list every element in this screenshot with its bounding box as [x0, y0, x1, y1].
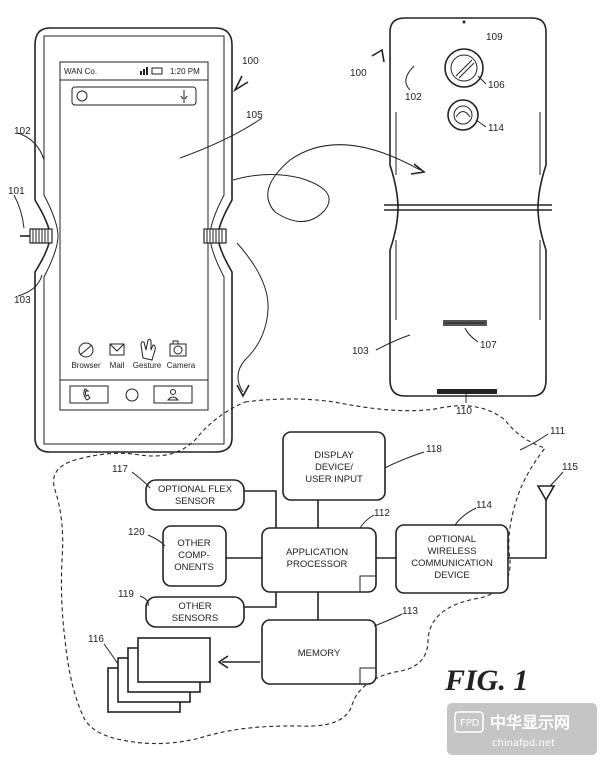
fingerprint-sensor-114 — [447, 99, 479, 131]
browser-icon[interactable] — [78, 342, 94, 358]
ref-101: 101 — [8, 186, 25, 197]
front-phone: WAN Co. 1:20 PM — [20, 27, 233, 453]
flex-line-1: OPTIONAL FLEX — [158, 484, 233, 495]
other-components-line-2: COMP- — [178, 550, 210, 561]
other-sensors-line-2: SENSORS — [172, 613, 218, 624]
ref-120: 120 — [128, 527, 145, 538]
ref-109: 109 — [486, 32, 503, 43]
phone-icon — [83, 388, 91, 401]
display-user-input-block — [282, 431, 386, 501]
figure-label: FIG. 1 — [444, 664, 528, 697]
other-components-line-1: OTHER — [177, 538, 210, 549]
ref-118: 118 — [426, 444, 442, 455]
search-bar[interactable] — [71, 86, 197, 106]
app-label-gesture: Gesture — [133, 361, 162, 370]
ref-103-front: 103 — [14, 295, 31, 306]
watermark-site: chinafpd.net — [492, 738, 555, 749]
battery-icon — [151, 67, 163, 75]
other-components-block — [162, 525, 227, 587]
search-icon — [76, 90, 88, 102]
ref-115: 115 — [562, 462, 578, 473]
display-line-2: DEVICE/ — [315, 462, 353, 473]
mail-icon[interactable] — [109, 343, 125, 356]
ref-112: 112 — [374, 508, 390, 519]
wireless-communication-block — [395, 524, 509, 594]
wireless-line-3: COMMUNICATION — [411, 558, 493, 569]
other-components-line-3: ONENTS — [174, 562, 214, 573]
application-processor-block — [261, 527, 377, 593]
watermark-badge: FPD — [460, 718, 480, 729]
app-processor-line-2: PROCESSOR — [287, 559, 348, 570]
app-icons — [78, 338, 187, 361]
hinge-101 — [20, 228, 227, 244]
ref-106: 106 — [488, 80, 505, 91]
back-phone — [384, 17, 552, 397]
ref-105: 105 — [246, 110, 263, 121]
other-sensors-line-1: OTHER — [178, 601, 211, 612]
watermark: FPD 中华显示网 chinafpd.net — [447, 703, 597, 755]
ref-100-back: 100 — [350, 68, 367, 79]
ref-116: 116 — [88, 634, 104, 645]
contacts-button[interactable] — [153, 385, 193, 404]
device-enclosure-111 — [53, 398, 546, 745]
fpd-logo-icon — [454, 711, 484, 733]
rear-camera-106 — [444, 48, 484, 88]
ref-114-back: 114 — [488, 123, 504, 134]
reference-numerals: 100 101 102 103 105 100 102 109 106 114 … — [8, 32, 578, 665]
memory-line-1: MEMORY — [298, 648, 341, 659]
microphone-icon[interactable] — [180, 90, 188, 103]
connector-curves — [232, 144, 426, 398]
ref-103-back: 103 — [352, 346, 369, 357]
home-button[interactable] — [125, 388, 139, 402]
other-sensors-block — [145, 596, 245, 628]
carrier-text: WAN Co. — [64, 67, 97, 76]
ref-113: 113 — [402, 606, 418, 617]
display-line-1: DISPLAY — [314, 450, 354, 461]
app-label-camera: Camera — [167, 361, 196, 370]
connector-110 — [437, 389, 497, 394]
wireless-line-2: WIRELESS — [427, 546, 476, 557]
block-diagram: DISPLAY DEVICE/ USER INPUT OPTIONAL FLEX… — [107, 431, 556, 713]
ref-100-front: 100 — [242, 56, 259, 67]
app-processor-line-1: APPLICATION — [286, 547, 348, 558]
display-line-3: USER INPUT — [305, 474, 363, 485]
signal-icon — [140, 67, 148, 75]
wireless-line-1: OPTIONAL — [428, 534, 476, 545]
camera-icon[interactable] — [169, 340, 187, 357]
ref-107: 107 — [480, 340, 497, 351]
stored-data-pages-116 — [107, 637, 211, 713]
app-label-mail: Mail — [110, 361, 125, 370]
wireless-line-4: DEVICE — [434, 570, 469, 581]
memory-block — [261, 619, 377, 685]
ref-110: 110 — [456, 406, 472, 417]
ref-119: 119 — [118, 589, 134, 600]
ref-114-block: 114 — [476, 500, 492, 511]
contacts-icon — [166, 389, 180, 401]
optional-flex-sensor-block — [145, 479, 245, 511]
gesture-icon[interactable] — [140, 338, 156, 361]
phone-button[interactable] — [69, 385, 109, 404]
ref-102-front: 102 — [14, 126, 31, 137]
ref-117: 117 — [112, 464, 128, 475]
phone-screen — [59, 61, 209, 411]
app-label-browser: Browser — [71, 361, 101, 370]
time-text: 1:20 PM — [170, 67, 200, 76]
watermark-name: 中华显示网 — [490, 713, 570, 732]
ref-111: 111 — [550, 426, 566, 437]
ref-102-back: 102 — [405, 92, 422, 103]
flex-line-2: SENSOR — [175, 496, 215, 507]
